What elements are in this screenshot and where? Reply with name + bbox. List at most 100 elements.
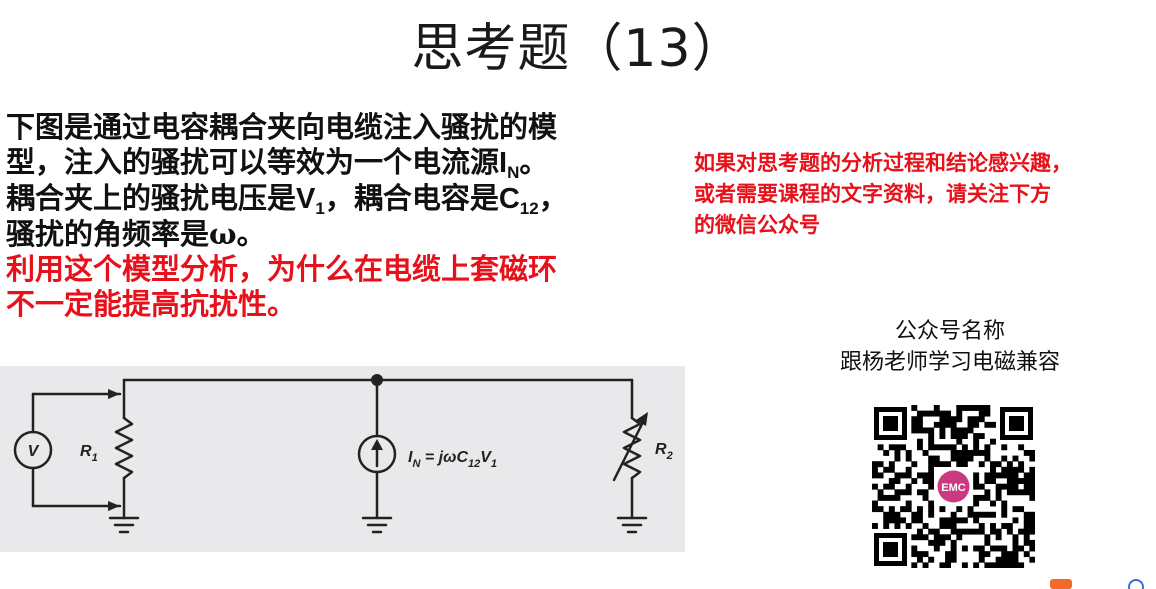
qr-module	[1023, 478, 1030, 484]
qr-module	[916, 556, 923, 563]
qr-module	[984, 551, 991, 558]
qr-module	[922, 410, 929, 417]
qr-module	[872, 506, 878, 513]
qr-module	[956, 461, 963, 468]
qr-module	[945, 410, 951, 417]
qr-module	[950, 444, 957, 451]
qr-module	[872, 523, 878, 529]
qr-module	[973, 472, 980, 479]
qr-module	[916, 472, 923, 479]
qr-module	[916, 506, 923, 513]
qr-module	[888, 478, 895, 484]
qr-module	[984, 444, 991, 451]
qr-module	[939, 461, 946, 468]
qr-module	[995, 489, 1002, 496]
qr-module	[894, 449, 901, 456]
qr-module	[877, 494, 884, 501]
qr-module	[1001, 466, 1008, 473]
qr-module	[933, 405, 940, 411]
question-line-6: 不一定能提高抗扰性。	[6, 287, 297, 321]
qr-module	[916, 421, 923, 428]
qr-module	[990, 528, 996, 535]
qr-module	[973, 545, 980, 552]
qr-module	[888, 511, 895, 518]
qr-module	[1006, 551, 1013, 558]
qr-module	[905, 523, 912, 529]
qr-module	[916, 416, 923, 423]
qr-module	[1001, 545, 1008, 552]
qr-module	[916, 517, 923, 524]
qr-module	[967, 449, 974, 456]
r2-label-sub: 2	[666, 450, 673, 462]
qr-module	[905, 472, 912, 479]
qr-module	[961, 517, 968, 524]
qr-module	[939, 421, 946, 428]
voltage-subscript: 1	[315, 199, 325, 218]
slide-title: 思考题（13）	[411, 19, 745, 79]
qr-module	[922, 551, 929, 558]
qr-module	[939, 534, 946, 541]
qr-module	[950, 551, 957, 558]
qr-module	[978, 416, 985, 423]
qr-module	[911, 534, 918, 541]
qr-module	[1001, 562, 1008, 568]
qr-module	[1012, 562, 1019, 568]
qr-module	[967, 405, 974, 411]
qr-module	[973, 444, 980, 451]
voltmeter-top-arrow	[108, 389, 120, 399]
qr-module	[933, 421, 940, 428]
qr-module	[877, 489, 884, 496]
promo-note-line-2: 或者需要课程的文字资料，请关注下方	[694, 181, 1051, 206]
qr-module	[922, 427, 929, 434]
qr-module	[911, 511, 918, 518]
qr-module	[933, 534, 940, 541]
qr-module	[1018, 444, 1025, 451]
qr-module	[1023, 449, 1030, 456]
qr-module	[973, 562, 980, 568]
question-line-3-end: ，	[538, 181, 568, 215]
qr-module	[984, 511, 991, 518]
qr-module	[928, 478, 935, 484]
r1-label: R1	[80, 443, 98, 464]
qr-module	[978, 449, 985, 456]
question-text: 下图是通过电容耦合夹向电缆注入骚扰的模 型，注入的骚扰可以等效为一个电流源IN。…	[6, 110, 646, 322]
promo-note-line-3: 的微信公众号	[694, 212, 820, 237]
question-line-3-mid: ，耦合电容是	[324, 181, 499, 215]
qr-module	[990, 511, 996, 518]
qr-module	[1012, 556, 1019, 563]
question-line-3-text: 耦合夹上的骚扰电压是	[6, 181, 297, 215]
qr-module	[945, 562, 951, 568]
qr-module	[967, 421, 974, 428]
capacitance-subscript: 12	[519, 199, 539, 218]
qr-module	[956, 449, 963, 456]
qr-module	[922, 472, 929, 479]
qr-module	[950, 449, 957, 456]
r2-label-letter: R	[655, 441, 667, 458]
circuit-diagram: V R1 R2 IN = jωC12V1	[13, 374, 673, 534]
qr-module	[872, 472, 878, 479]
qr-modules	[872, 405, 1035, 568]
qr-module	[1012, 478, 1019, 484]
qr-module	[933, 444, 940, 451]
qr-module	[961, 433, 968, 440]
qr-module	[922, 523, 929, 529]
qr-module	[900, 444, 907, 451]
qr-module	[872, 500, 878, 507]
qr-module	[894, 478, 901, 484]
qr-module	[995, 528, 1002, 535]
qr-module	[933, 410, 940, 417]
qr-module	[984, 494, 991, 501]
qr-module	[1012, 483, 1019, 490]
qr-module	[922, 449, 929, 456]
qr-module	[894, 455, 901, 462]
qr-module	[888, 466, 895, 473]
voltage-symbol: V	[296, 183, 316, 215]
qr-module	[894, 489, 901, 496]
qr-module	[905, 500, 912, 507]
qr-module	[1029, 545, 1035, 552]
qr-module	[1012, 539, 1019, 546]
qr-module	[877, 506, 884, 513]
qr-module	[978, 494, 985, 501]
qr-module	[1018, 562, 1025, 568]
qr-module	[933, 528, 940, 535]
